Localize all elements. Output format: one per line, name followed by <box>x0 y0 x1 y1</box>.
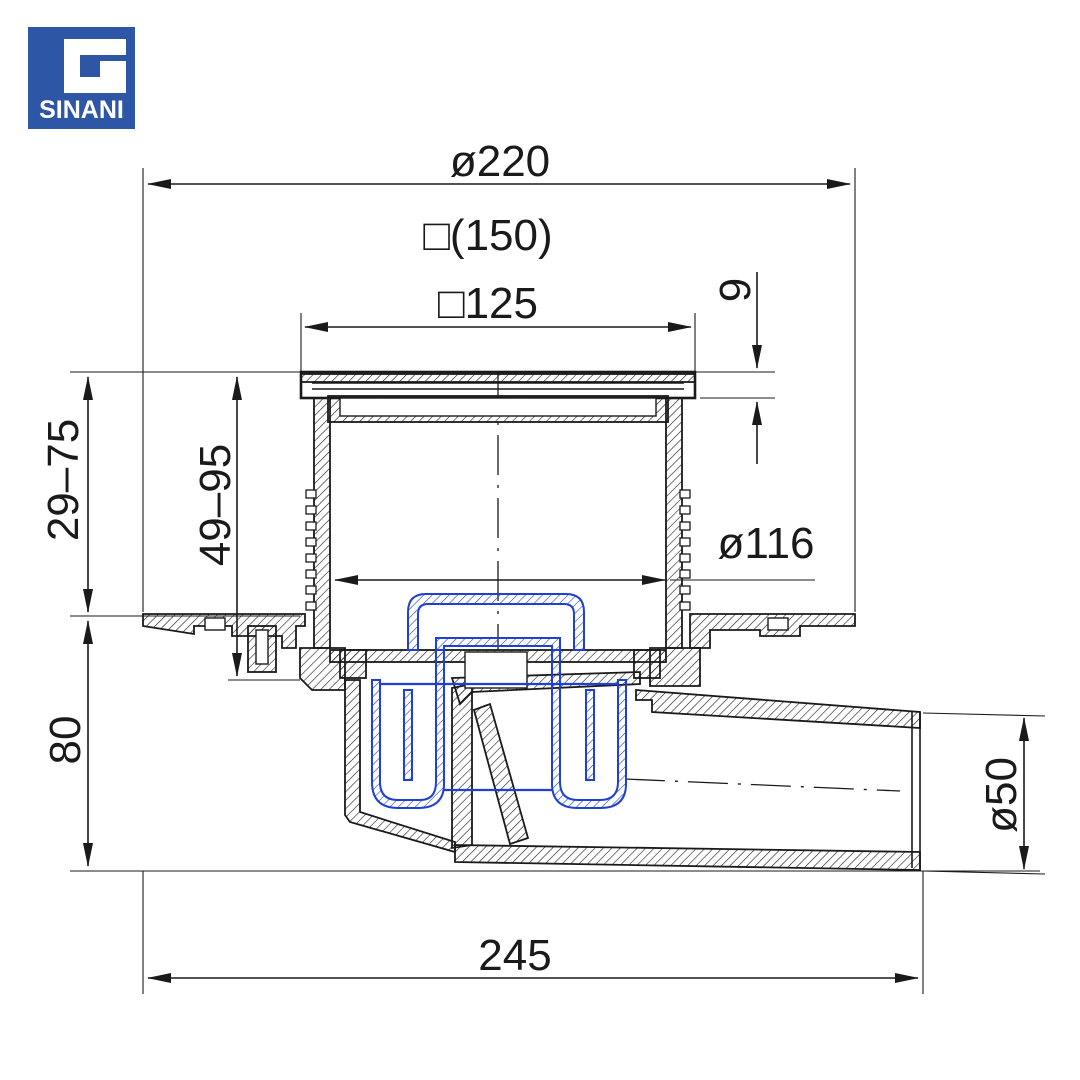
grate <box>299 370 697 423</box>
logo-text: SINANI <box>39 96 124 124</box>
dim-grate-square: □125 <box>438 279 538 328</box>
dim-grate-depth: 9 <box>711 278 760 302</box>
dim-inner-diameter: ø116 <box>717 519 814 568</box>
dim-body-height: 80 <box>41 716 90 765</box>
dim-height-range-lower: 49–95 <box>191 444 240 566</box>
drain-body <box>299 647 921 871</box>
sinani-logo: SINANI <box>28 27 135 129</box>
flange <box>142 613 856 673</box>
dim-grate-square-outer: □(150) <box>423 211 552 260</box>
outlet-center-line <box>624 778 901 792</box>
dim-outlet-diameter: ø50 <box>977 757 1026 833</box>
dim-outer-diameter: ø220 <box>450 137 550 186</box>
dim-height-range-upper: 29–75 <box>39 419 88 541</box>
logo-mark-icon <box>64 39 126 93</box>
odor-trap <box>371 593 627 809</box>
dim-total-length: 245 <box>478 931 551 980</box>
flap-valve <box>450 651 641 850</box>
